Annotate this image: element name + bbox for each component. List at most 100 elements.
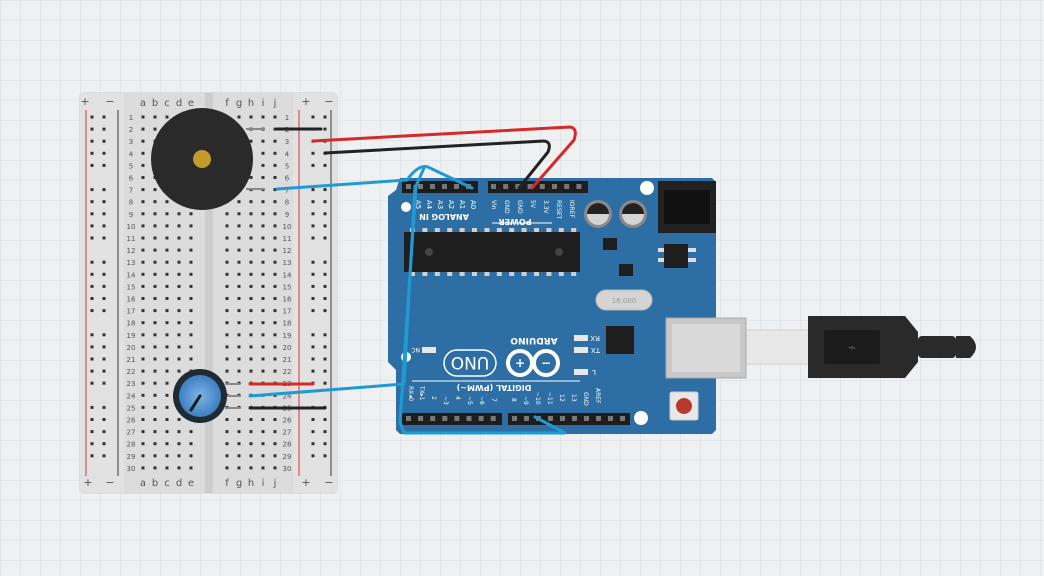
bb-hole[interactable]	[141, 272, 145, 276]
bb-hole[interactable]	[141, 176, 145, 179]
bb-hole[interactable]	[225, 369, 229, 373]
rail-hole[interactable]	[323, 418, 327, 421]
bb-hole[interactable]	[225, 321, 229, 325]
rail-hole[interactable]	[90, 454, 94, 458]
header-pin[interactable]	[442, 416, 448, 421]
rail-hole[interactable]	[102, 357, 106, 361]
bb-hole[interactable]	[141, 430, 145, 434]
rail-hole[interactable]	[311, 309, 315, 313]
header-pin[interactable]	[454, 416, 460, 421]
header-pin[interactable]	[560, 416, 565, 421]
bb-hole[interactable]	[249, 297, 253, 300]
rail-hole[interactable]	[323, 297, 327, 300]
bb-hole[interactable]	[261, 236, 265, 240]
bb-hole[interactable]	[273, 357, 277, 361]
bb-hole[interactable]	[273, 454, 277, 458]
bb-hole[interactable]	[261, 345, 265, 349]
bb-hole[interactable]	[261, 139, 265, 143]
bb-hole[interactable]	[189, 357, 193, 361]
rail-hole[interactable]	[323, 127, 327, 131]
bb-hole[interactable]	[165, 381, 169, 385]
bb-hole[interactable]	[177, 284, 181, 288]
power-header[interactable]	[488, 181, 588, 193]
header-pin[interactable]	[524, 416, 529, 421]
bb-hole[interactable]	[165, 405, 169, 409]
bb-hole[interactable]	[261, 212, 265, 216]
bb-hole[interactable]	[249, 430, 253, 434]
bb-hole[interactable]	[261, 442, 265, 446]
bb-hole[interactable]	[177, 260, 181, 264]
bb-hole[interactable]	[249, 236, 253, 240]
bb-hole[interactable]	[165, 345, 169, 349]
rail-hole[interactable]	[323, 369, 327, 373]
bb-hole[interactable]	[165, 200, 169, 204]
rail-hole[interactable]	[90, 405, 94, 409]
rail-hole[interactable]	[90, 309, 94, 313]
rail-hole[interactable]	[102, 284, 106, 288]
bb-hole[interactable]	[189, 272, 193, 276]
bb-hole[interactable]	[225, 272, 229, 276]
bb-hole[interactable]	[237, 321, 241, 325]
bb-hole[interactable]	[189, 236, 193, 240]
rail-hole[interactable]	[323, 272, 327, 276]
bb-hole[interactable]	[237, 236, 241, 240]
wire-pot-wiper-a0[interactable]	[248, 184, 417, 398]
bb-hole[interactable]	[237, 430, 241, 434]
header-pin[interactable]	[572, 416, 577, 421]
bb-hole[interactable]	[141, 284, 145, 288]
bb-hole[interactable]	[165, 115, 169, 119]
rail-hole[interactable]	[311, 163, 315, 167]
bb-hole[interactable]	[141, 200, 145, 204]
bb-hole[interactable]	[153, 297, 157, 300]
rail-hole[interactable]	[323, 200, 327, 204]
bb-hole[interactable]	[261, 369, 265, 373]
bb-hole[interactable]	[273, 163, 277, 167]
bb-hole[interactable]	[165, 333, 169, 337]
bb-hole[interactable]	[141, 442, 145, 446]
bb-hole[interactable]	[237, 284, 241, 288]
bb-hole[interactable]	[225, 224, 229, 228]
rail-hole[interactable]	[102, 212, 106, 216]
rail-hole[interactable]	[323, 381, 327, 385]
bb-hole[interactable]	[141, 333, 145, 337]
rail-hole[interactable]	[323, 115, 327, 119]
bb-hole[interactable]	[177, 418, 181, 421]
bb-hole[interactable]	[153, 272, 157, 276]
bb-hole[interactable]	[153, 442, 157, 446]
bb-hole[interactable]	[249, 454, 253, 458]
header-pin[interactable]	[552, 184, 557, 189]
bb-hole[interactable]	[273, 115, 277, 119]
top-header-pins[interactable]	[406, 184, 582, 189]
bb-hole[interactable]	[225, 297, 229, 300]
bb-hole[interactable]	[189, 333, 193, 337]
bb-hole[interactable]	[141, 151, 145, 155]
bb-hole[interactable]	[225, 309, 229, 313]
potentiometer[interactable]	[173, 369, 240, 423]
bb-hole[interactable]	[141, 248, 145, 252]
bb-hole[interactable]	[141, 418, 145, 421]
rail-hole[interactable]	[90, 260, 94, 264]
header-pin[interactable]	[564, 184, 570, 189]
bb-hole[interactable]	[273, 200, 277, 204]
rail-hole[interactable]	[90, 139, 94, 143]
bb-hole[interactable]	[141, 405, 145, 409]
bb-hole[interactable]	[141, 454, 145, 458]
breadboard-holes[interactable]	[90, 115, 327, 470]
bb-hole[interactable]	[273, 309, 277, 313]
bb-hole[interactable]	[141, 466, 145, 470]
bb-hole[interactable]	[237, 345, 241, 349]
bb-hole[interactable]	[261, 466, 265, 470]
bb-hole[interactable]	[165, 357, 169, 361]
bb-hole[interactable]	[153, 188, 157, 192]
bb-hole[interactable]	[177, 321, 181, 325]
bb-hole[interactable]	[225, 442, 229, 446]
bb-hole[interactable]	[249, 321, 253, 325]
bb-hole[interactable]	[273, 297, 277, 300]
rail-hole[interactable]	[311, 333, 315, 337]
rail-hole[interactable]	[90, 418, 94, 421]
bb-hole[interactable]	[165, 430, 169, 434]
bb-hole[interactable]	[249, 115, 253, 119]
bb-hole[interactable]	[273, 176, 277, 179]
bb-hole[interactable]	[225, 430, 229, 434]
bb-hole[interactable]	[225, 260, 229, 264]
